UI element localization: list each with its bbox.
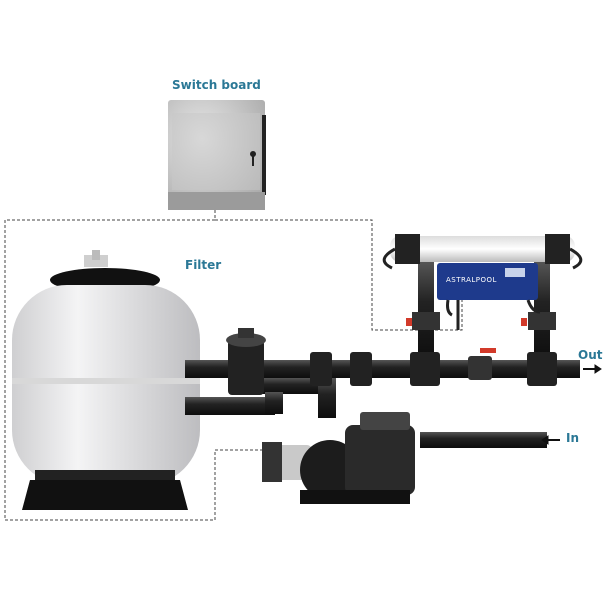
filter-label: Filter: [185, 258, 222, 272]
uv-chlorinator: [382, 234, 583, 330]
valve-handle: [480, 348, 496, 353]
switch-board-label: Switch board: [172, 78, 261, 92]
switch-board: [168, 100, 266, 210]
pump: [262, 412, 415, 504]
out-label: Out: [578, 348, 603, 362]
multiport-valve: [226, 328, 266, 395]
pipework: [185, 262, 580, 448]
flow-arrows: [541, 364, 602, 445]
brand-logo: ASTRALPOOL: [446, 276, 497, 284]
wiring-dashed: [4, 210, 463, 521]
in-label: In: [566, 431, 580, 445]
filter-tank: [12, 250, 200, 510]
